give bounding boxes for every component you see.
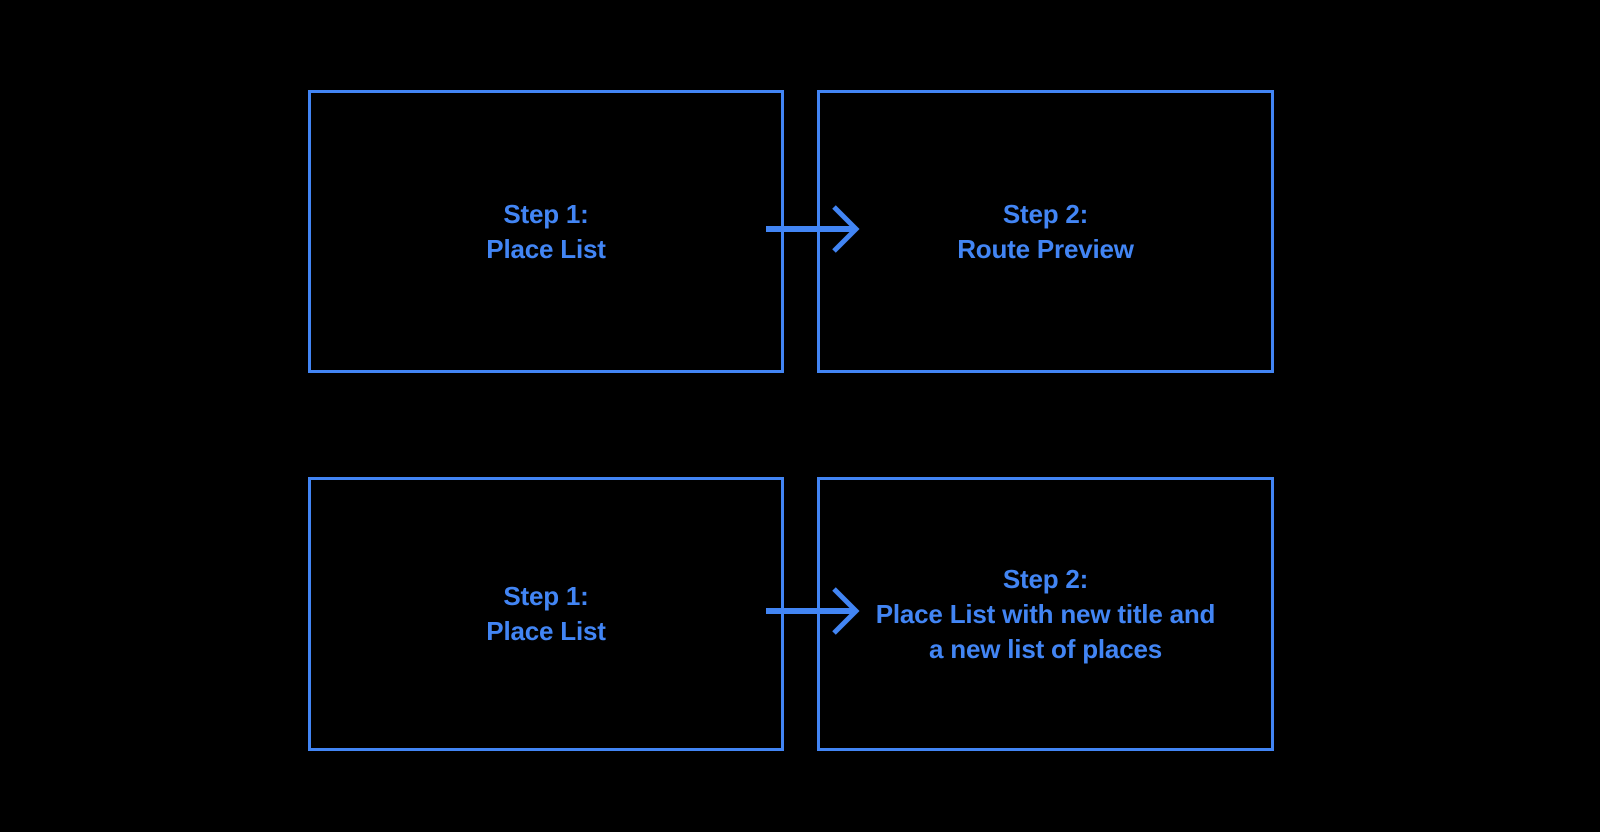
step-box-label: Step 2: Route Preview <box>957 198 1134 264</box>
step-box-step2-bottom[interactable]: Step 2: Place List with new title and a … <box>817 477 1274 751</box>
step-box-label: Step 2: Place List with new title and a … <box>875 563 1216 664</box>
connector-bottom <box>766 477 860 751</box>
step-box-step1-top[interactable]: Step 1: Place List <box>308 90 784 373</box>
step-box-label: Step 1: Place List <box>486 581 606 646</box>
flow-row-new-list: Step 1: Place List Step 2: Place List wi… <box>308 477 1274 751</box>
flow-row-route-preview: Step 1: Place List Step 2: Route Preview <box>308 90 1274 373</box>
step-box-step1-bottom[interactable]: Step 1: Place List <box>308 477 784 751</box>
step-box-label: Step 1: Place List <box>486 198 606 264</box>
arrow-right-icon <box>766 205 860 253</box>
arrow-right-icon <box>766 587 860 635</box>
connector-top <box>766 90 860 373</box>
step-box-step2-top[interactable]: Step 2: Route Preview <box>817 90 1274 373</box>
